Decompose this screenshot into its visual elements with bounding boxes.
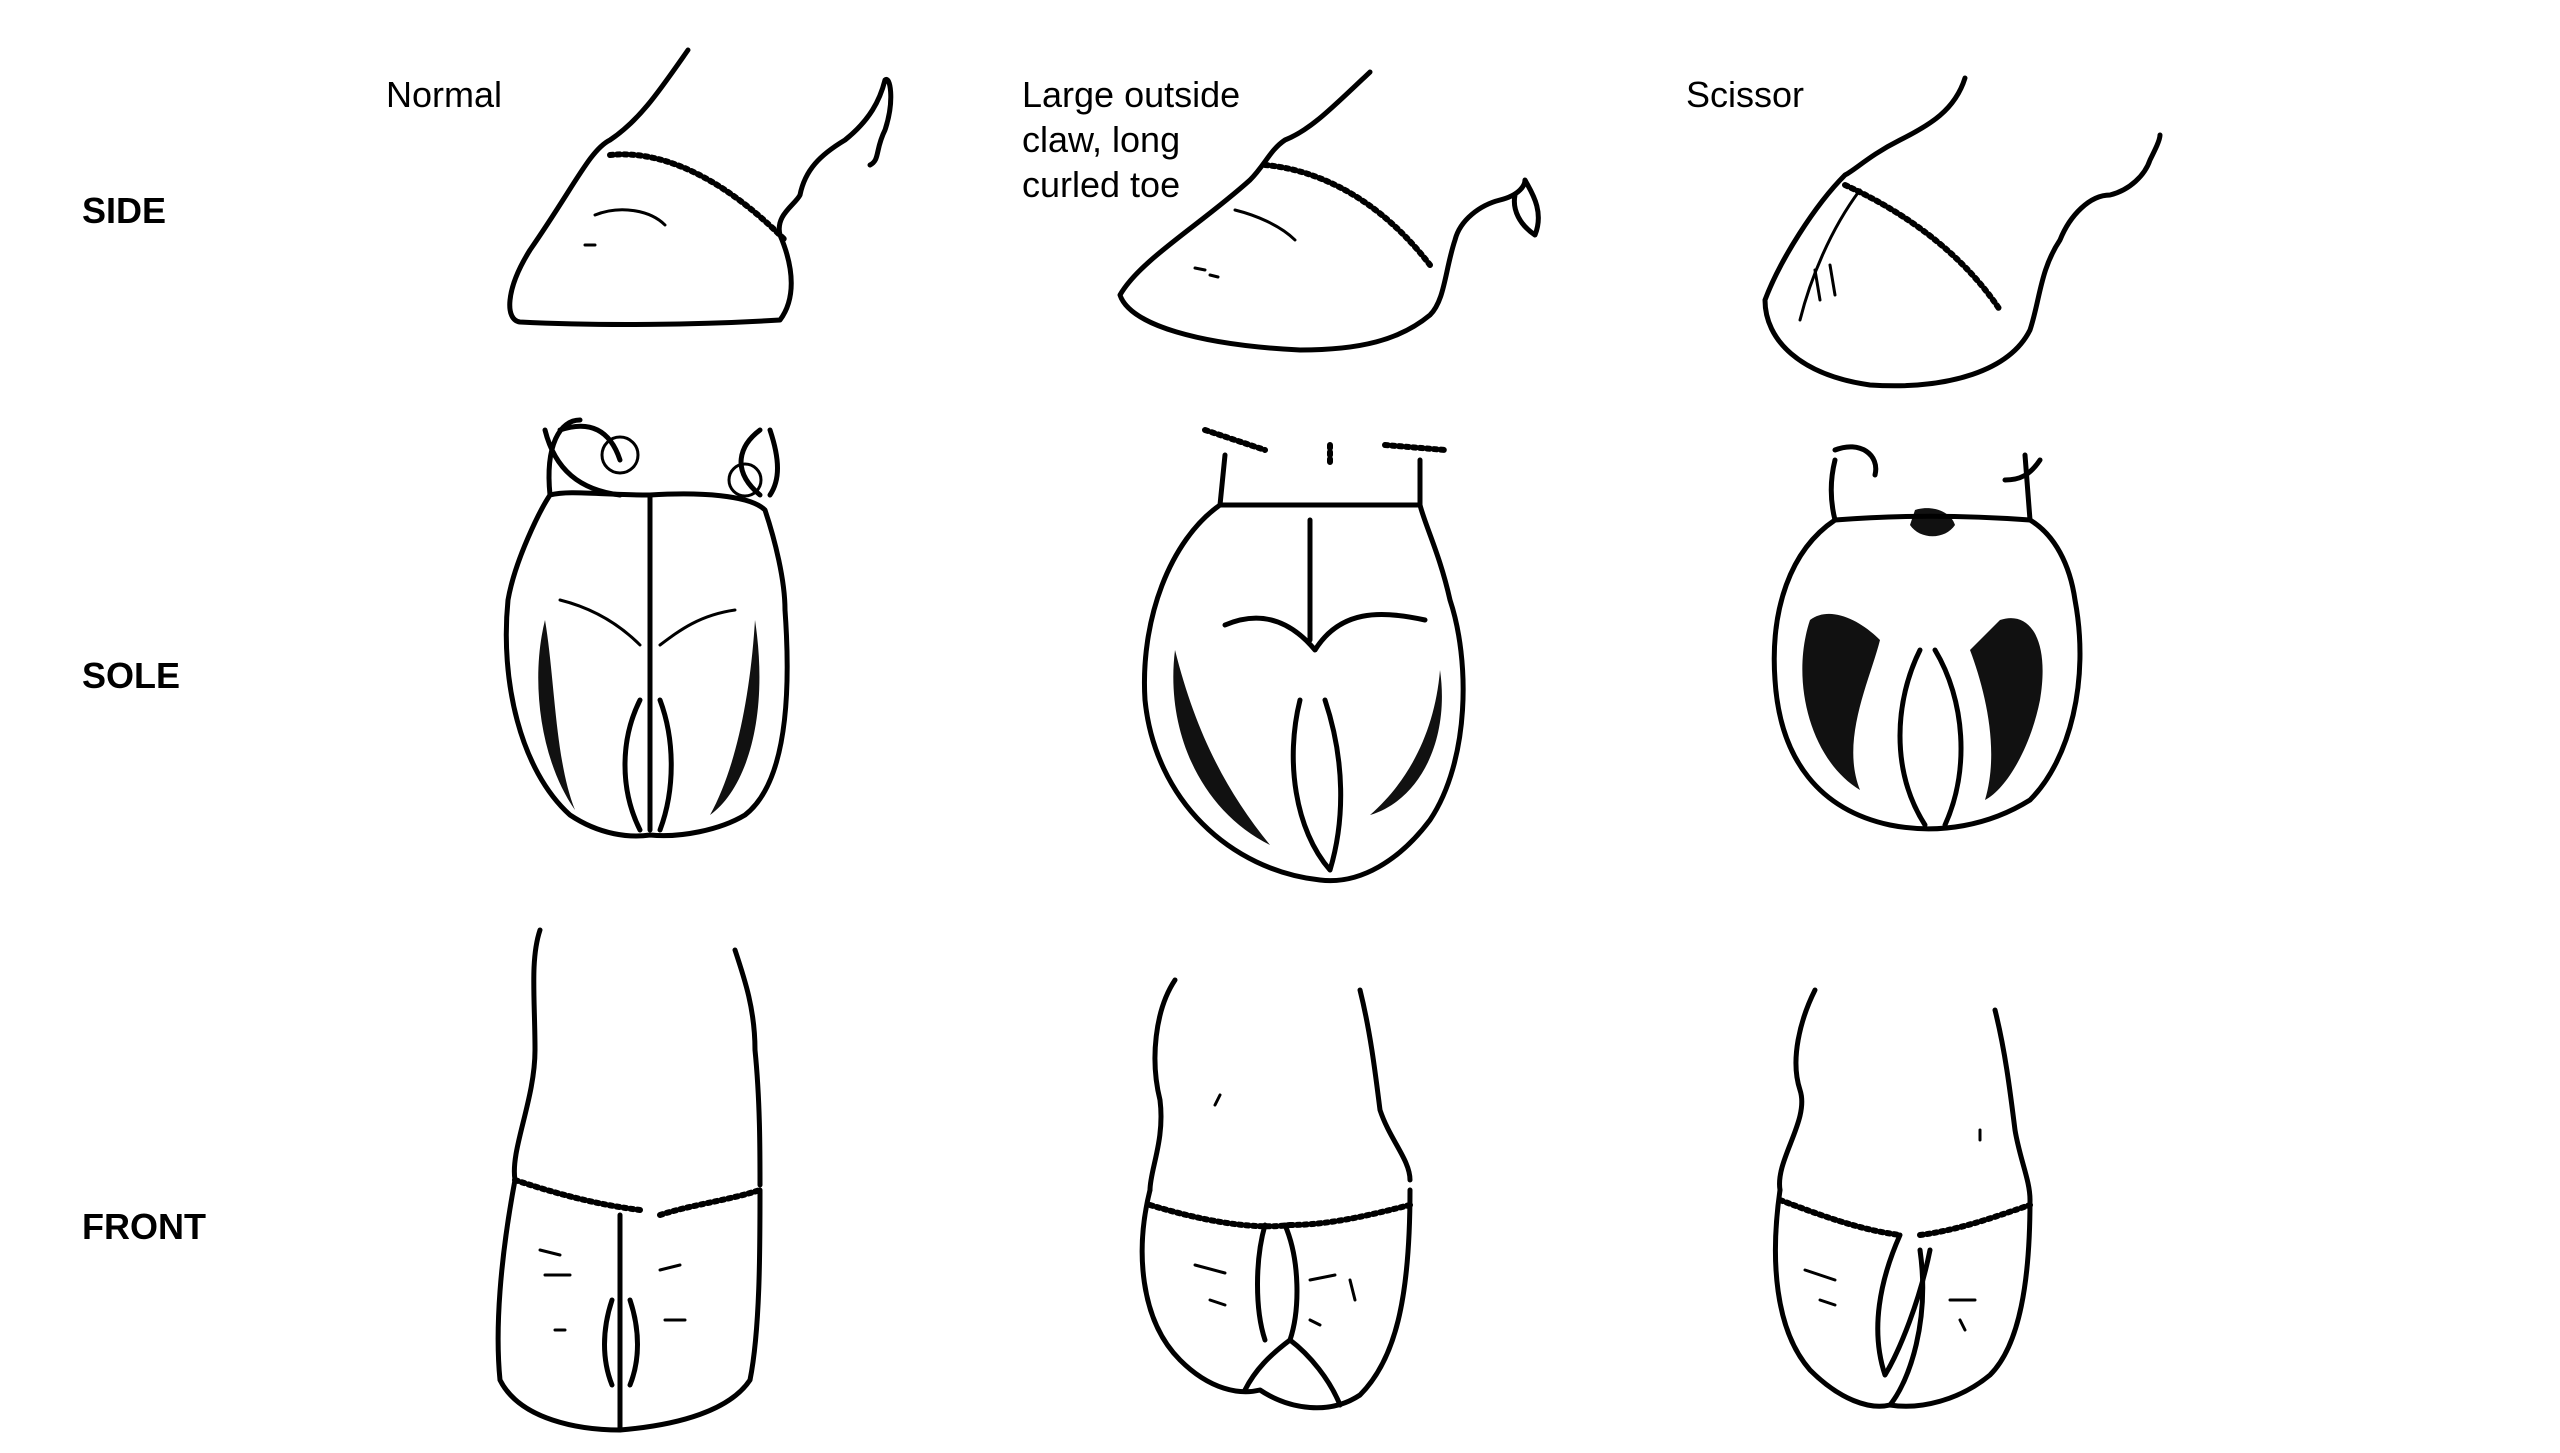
row-label-side: SIDE bbox=[82, 190, 167, 231]
normal-sole-hoof bbox=[503, 417, 790, 839]
large-claw-front-hoof bbox=[1139, 977, 1413, 1411]
normal-front-hoof bbox=[495, 927, 763, 1433]
large-claw-sole-hoof bbox=[1141, 427, 1466, 884]
column-label-normal: Normal bbox=[386, 74, 503, 115]
normal-side-hoof bbox=[507, 47, 894, 327]
scissor-sole-hoof bbox=[1771, 444, 2083, 832]
scissor-side-hoof bbox=[1762, 75, 2163, 389]
scissor-front-hoof bbox=[1772, 987, 2033, 1409]
row-label-sole: SOLE bbox=[82, 655, 181, 696]
row-label-front: FRONT bbox=[82, 1206, 206, 1247]
column-label-large-outside-claw: Large outside claw, long curled toe bbox=[1022, 74, 1241, 205]
large-claw-side-hoof bbox=[1117, 69, 1541, 353]
column-label-scissor: Scissor bbox=[1686, 74, 1805, 115]
